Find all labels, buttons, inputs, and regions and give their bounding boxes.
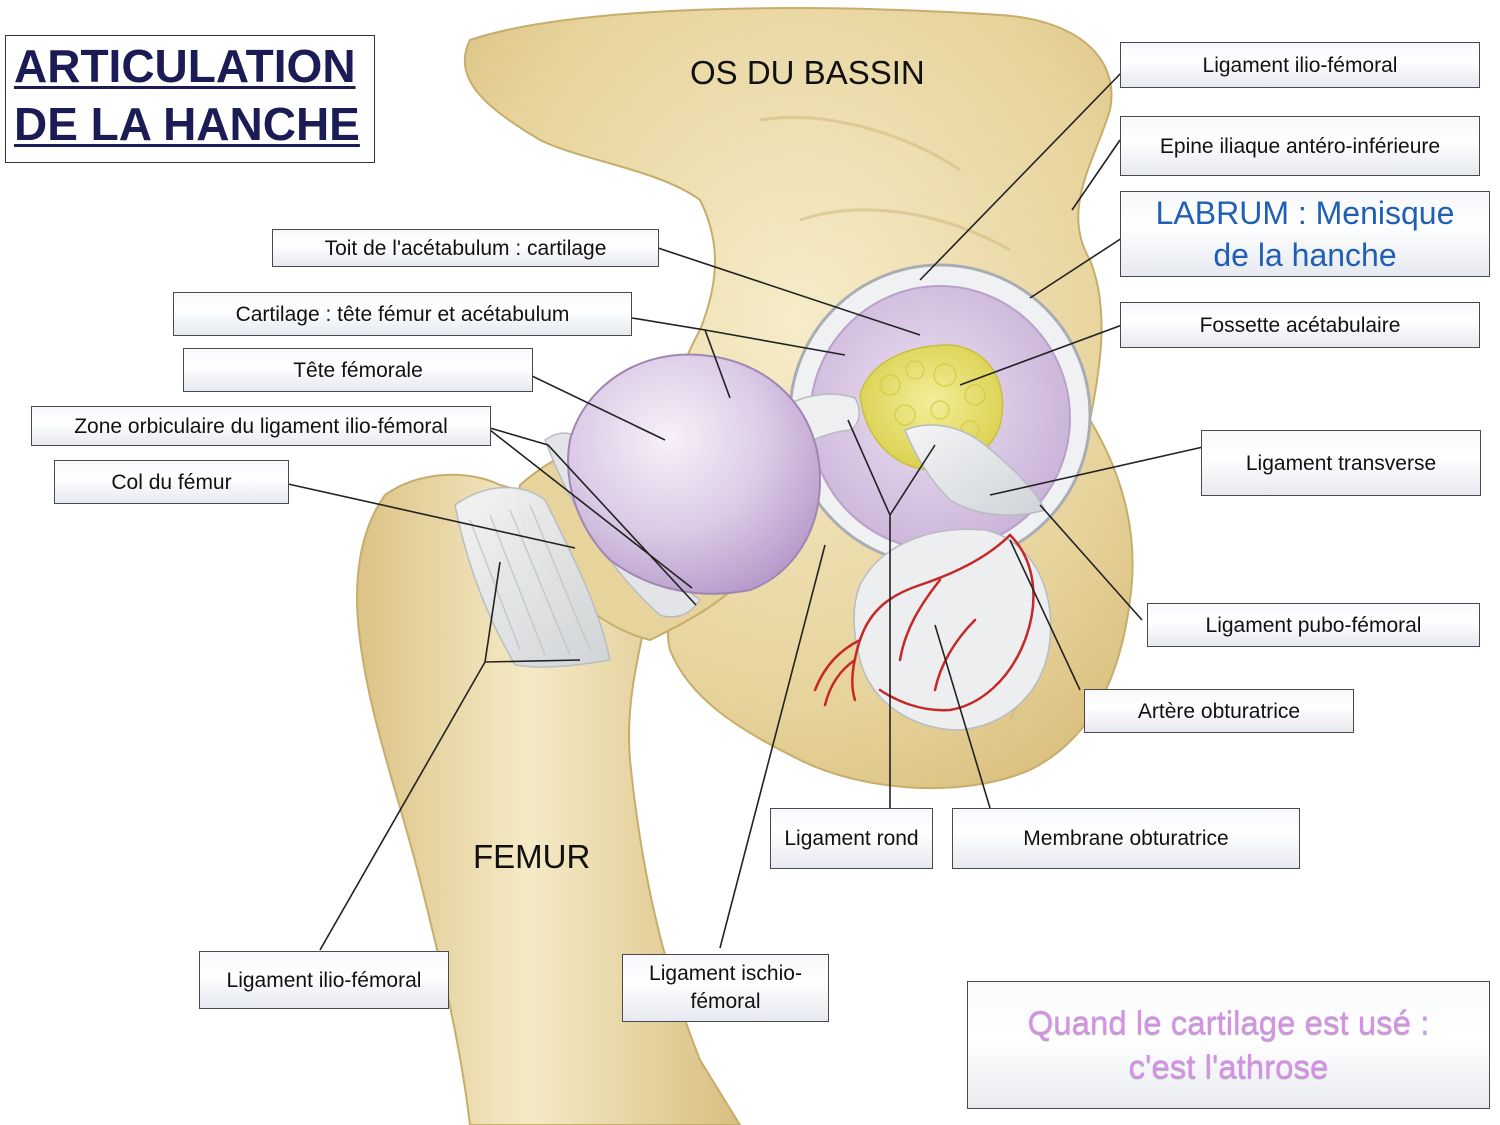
obturator-artery-shape — [813, 533, 1035, 712]
label-text: Col du fémur — [111, 470, 232, 494]
label-text: Zone orbiculaire du ligament ilio-fémora… — [74, 414, 448, 438]
title-line-2: DE LA HANCHE — [14, 98, 360, 150]
label-text: Tête fémorale — [293, 358, 423, 382]
label-labrum: LABRUM : Menisque de la hanche — [1120, 191, 1490, 277]
title-line-1: ARTICULATION — [14, 40, 356, 92]
iliofemoral-ligament-sheet — [454, 486, 611, 668]
label-artere-obturatrice: Artère obturatrice — [1084, 689, 1354, 733]
label-pubo-femoral: Ligament pubo-fémoral — [1147, 603, 1480, 647]
label-fossette: Fossette acétabulaire — [1120, 302, 1480, 348]
note-line-1: Quand le cartilage est usé : — [1027, 1004, 1430, 1041]
label-text: fémoral — [690, 990, 761, 1013]
label-ischio-femoral: Ligament ischio- fémoral — [622, 954, 829, 1022]
title-box: ARTICULATION DE LA HANCHE — [5, 35, 375, 163]
label-text: Cartilage : tête fémur et acétabulum — [235, 302, 570, 326]
label-text: Toit de l'acétabulum : cartilage — [324, 236, 607, 260]
note-box: Quand le cartilage est usé : c'est l'ath… — [967, 981, 1490, 1109]
label-text: Ligament ischio- — [649, 962, 802, 985]
label-zone-orbiculaire: Zone orbiculaire du ligament ilio-fémora… — [31, 406, 491, 446]
label-ilio-femoral-top: Ligament ilio-fémoral — [1120, 42, 1480, 88]
label-text: Ligament rond — [784, 827, 919, 850]
region-bassin: OS DU BASSIN — [690, 54, 925, 91]
label-text: Ligament pubo-fémoral — [1205, 613, 1422, 637]
label-cartilage-tete: Cartilage : tête fémur et acétabulum — [173, 292, 632, 336]
label-ligament-transverse: Ligament transverse — [1201, 430, 1481, 496]
label-ilio-femoral-bottom: Ligament ilio-fémoral — [199, 951, 449, 1009]
label-text: Ligament ilio-fémoral — [1202, 53, 1398, 77]
label-text: Membrane obturatrice — [1023, 827, 1229, 850]
label-text: Artère obturatrice — [1137, 699, 1301, 723]
region-femur: FEMUR — [473, 838, 591, 875]
note-line-2: c'est l'athrose — [1128, 1048, 1329, 1085]
label-membrane-obturatrice: Membrane obturatrice — [952, 808, 1300, 869]
label-text: de la hanche — [1213, 237, 1397, 273]
label-text: Ligament transverse — [1245, 451, 1437, 475]
label-ligament-rond: Ligament rond — [770, 808, 933, 869]
leader-lines — [287, 71, 1204, 951]
label-text: Fossette acétabulaire — [1199, 313, 1401, 337]
label-text: Epine iliaque antéro-inférieure — [1159, 134, 1441, 158]
label-epine-iliaque: Epine iliaque antéro-inférieure — [1120, 116, 1480, 176]
label-text: LABRUM : Menisque — [1155, 195, 1455, 231]
label-text: Ligament ilio-fémoral — [226, 968, 422, 992]
label-col-femur: Col du fémur — [54, 460, 289, 504]
label-toit-acetabulum: Toit de l'acétabulum : cartilage — [272, 229, 659, 267]
label-tete-femorale: Tête fémorale — [183, 348, 533, 392]
obturator-membrane-shape — [853, 528, 1052, 731]
